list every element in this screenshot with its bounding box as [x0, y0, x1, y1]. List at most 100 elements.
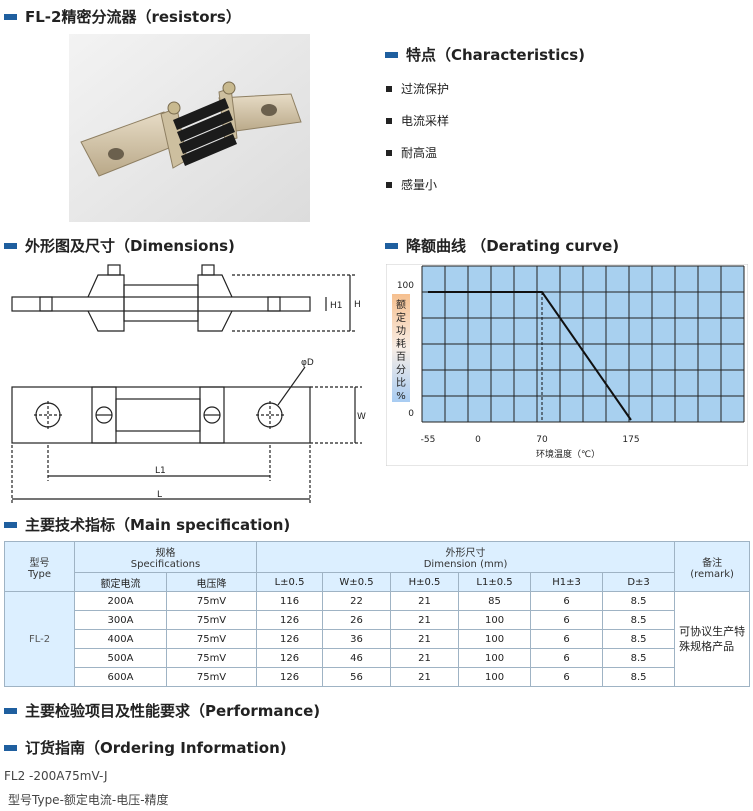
characteristic-item: 感量小: [386, 176, 437, 193]
spec-title: 主要技术指标（Main specification): [4, 514, 290, 535]
table-cell: 46: [322, 648, 392, 668]
table-cell: 300A: [74, 610, 167, 630]
characteristic-text: 感量小: [401, 178, 438, 192]
characteristic-item: 耐高温: [386, 144, 437, 161]
header-type: 型号 Type: [4, 541, 75, 592]
header-dimension: 外形尺寸 Dimension (mm): [256, 541, 676, 573]
table-cell: 75mV: [165, 667, 258, 687]
col-header: L±0.5: [256, 572, 324, 592]
ylabel-band: [392, 294, 410, 402]
table-row: FL-2 200A 75mV 116 22 21 85 6 8.5 可协议生产特…: [4, 591, 751, 687]
table-cell: 6: [530, 629, 604, 649]
characteristic-text: 电流采样: [401, 114, 450, 128]
table-row: 400A 75mV 126 36 21 100 6 8.5: [5, 629, 750, 649]
col-header: W±0.5: [322, 572, 392, 592]
characteristics-title-text: 特点（Characteristics): [406, 46, 586, 64]
header-remark: 备注 (remark): [674, 541, 751, 592]
ylabel-char: 定: [396, 311, 406, 324]
table-cell: 8.5: [602, 629, 676, 649]
ordering-title: 订货指南（Ordering Information): [4, 737, 287, 758]
table-cell: 36: [322, 629, 392, 649]
ylabel-char: 百: [396, 351, 406, 363]
characteristic-item: 电流采样: [386, 112, 449, 129]
table-cell: 21: [390, 629, 460, 649]
bullet-icon: [386, 85, 392, 92]
table-cell: 8.5: [602, 648, 676, 668]
spec-title-text: 主要技术指标（Main specification): [25, 516, 291, 534]
characteristics-title: 特点（Characteristics): [385, 44, 585, 65]
col-header: H±0.5: [390, 572, 460, 592]
table-cell: 600A: [74, 667, 167, 687]
derating-title-text: 降额曲线 （Derating curve): [406, 237, 620, 255]
table-cell: 116: [256, 591, 324, 611]
ylabel-char: 分: [396, 364, 406, 376]
page-title: FL-2精密分流器（resistors）: [4, 6, 241, 27]
section-marker-icon: [4, 242, 17, 249]
table-cell: 21: [390, 591, 460, 611]
y-tick-label: 100: [397, 281, 414, 291]
ylabel-char: %: [396, 391, 406, 402]
table-cell: 8.5: [602, 591, 676, 611]
dimensions-title: 外形图及尺寸（Dimensions): [4, 235, 235, 256]
bullet-icon: [386, 149, 392, 156]
table-cell: 100: [458, 648, 532, 668]
x-tick-label: 0: [475, 435, 481, 445]
col-header: L1±0.5: [458, 572, 532, 592]
y-tick-label: 0: [408, 409, 414, 419]
ylabel-char: 比: [396, 377, 406, 389]
table-cell: 56: [322, 667, 392, 687]
ylabel-char: 额: [396, 298, 406, 311]
ordering-example: FL2 -200A75mV-J: [4, 769, 108, 783]
table-cell: 6: [530, 610, 604, 630]
table-row: 300A 75mV 126 26 21 100 6 8.5: [5, 610, 750, 630]
performance-title: 主要检验项目及性能要求（Performance): [4, 700, 320, 721]
col-header: 电压降: [165, 572, 258, 592]
col-header: 额定电流: [74, 572, 167, 592]
table-cell: 126: [256, 667, 324, 687]
ordering-format: 型号Type-额定电流-电压-精度: [8, 793, 169, 807]
bullet-icon: [386, 117, 392, 124]
section-marker-icon: [385, 51, 398, 58]
table-cell: 500A: [74, 648, 167, 668]
table-cell: 100: [458, 629, 532, 649]
table-cell: 100: [458, 610, 532, 630]
table-cell: 400A: [74, 629, 167, 649]
dim-label-l: L: [157, 490, 162, 500]
shunt-photo-illustration: [69, 34, 310, 222]
table-cell: 6: [530, 591, 604, 611]
ylabel-char: 功: [396, 325, 406, 337]
ordering-title-text: 订货指南（Ordering Information): [25, 739, 287, 757]
dimension-drawing: H1 H φD W L1 L: [11, 264, 366, 503]
characteristic-item: 过流保护: [386, 80, 449, 97]
table-cell: 6: [530, 648, 604, 668]
table-cell: 22: [322, 591, 392, 611]
table-cell: 100: [458, 667, 532, 687]
type-cell: FL-2: [4, 591, 75, 687]
x-axis-label: 环境温度（℃）: [536, 448, 600, 460]
table-cell: 85: [458, 591, 532, 611]
table-row: 600A 75mV 126 56 21 100 6 8.5: [5, 667, 750, 687]
section-marker-icon: [4, 707, 17, 714]
bullet-icon: [386, 181, 392, 188]
dim-label-d: φD: [301, 358, 314, 368]
dim-label-h1: H1: [330, 301, 343, 311]
dim-label-h: H: [354, 300, 361, 310]
table-cell: 126: [256, 648, 324, 668]
table-cell: 75mV: [165, 629, 258, 649]
col-header: H1±3: [530, 572, 604, 592]
table-cell: 6: [530, 667, 604, 687]
characteristic-text: 耐高温: [401, 146, 438, 160]
table-cell: 75mV: [165, 610, 258, 630]
table-cell: 126: [256, 629, 324, 649]
header-spec: 规格 Specifications: [73, 541, 258, 573]
table-cell: 21: [390, 667, 460, 687]
section-marker-icon: [385, 242, 398, 249]
table-cell: 75mV: [165, 591, 258, 611]
table-cell: 126: [256, 610, 324, 630]
performance-title-text: 主要检验项目及性能要求（Performance): [25, 702, 321, 720]
section-marker-icon: [4, 521, 17, 528]
derating-title: 降额曲线 （Derating curve): [385, 235, 619, 256]
remark-cell: 可协议生产特殊规格产品: [674, 591, 751, 687]
table-cell: 21: [390, 610, 460, 630]
